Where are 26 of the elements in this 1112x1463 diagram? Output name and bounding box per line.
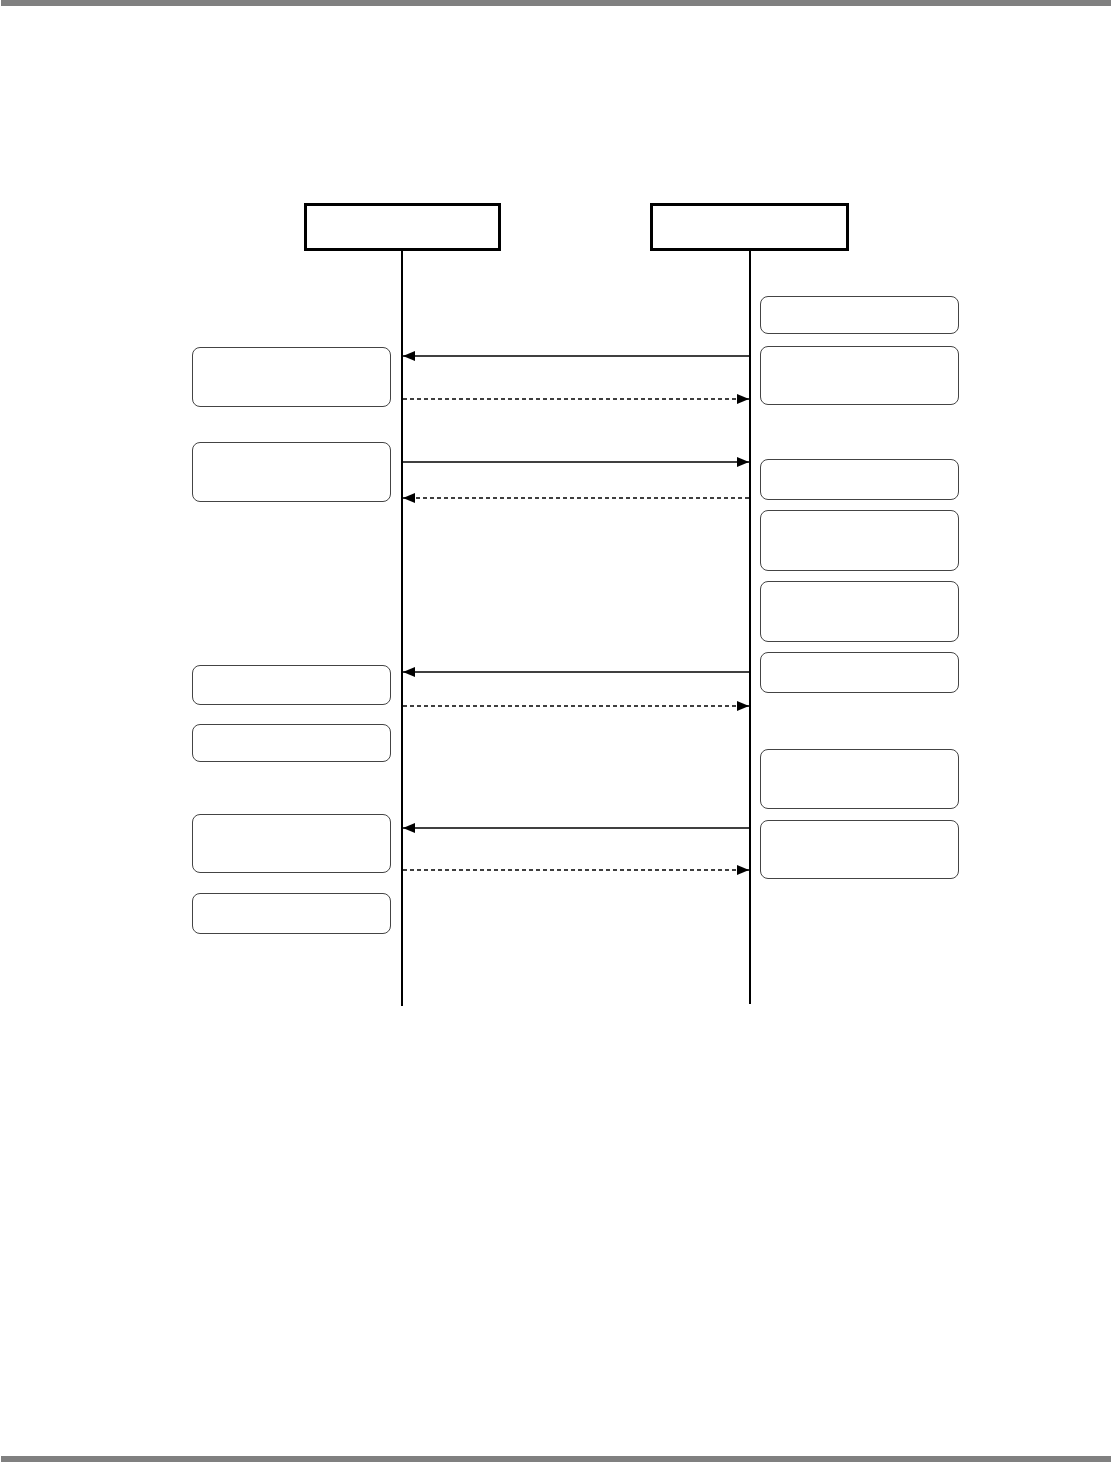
message-arrow <box>402 823 750 833</box>
note-box <box>760 296 959 334</box>
note-box <box>192 814 391 873</box>
return-arrow <box>402 701 750 711</box>
message-arrow <box>402 457 750 467</box>
return-arrow <box>402 394 750 404</box>
note-box <box>192 665 391 705</box>
note-box <box>760 652 959 693</box>
note-box <box>192 724 391 762</box>
note-box <box>760 749 959 809</box>
note-box <box>760 820 959 879</box>
return-arrow <box>402 865 750 875</box>
note-box <box>760 581 959 642</box>
note-box <box>192 442 391 502</box>
lifeline <box>401 250 403 1006</box>
return-arrow <box>402 493 750 503</box>
participant-box <box>650 203 849 251</box>
message-arrow <box>402 351 750 361</box>
lifeline <box>749 250 751 1004</box>
note-box <box>192 347 391 407</box>
note-box <box>760 510 959 571</box>
note-box <box>192 893 391 934</box>
message-arrow <box>402 667 750 677</box>
participant-box <box>304 203 501 251</box>
note-box <box>760 459 959 500</box>
note-box <box>760 346 959 405</box>
